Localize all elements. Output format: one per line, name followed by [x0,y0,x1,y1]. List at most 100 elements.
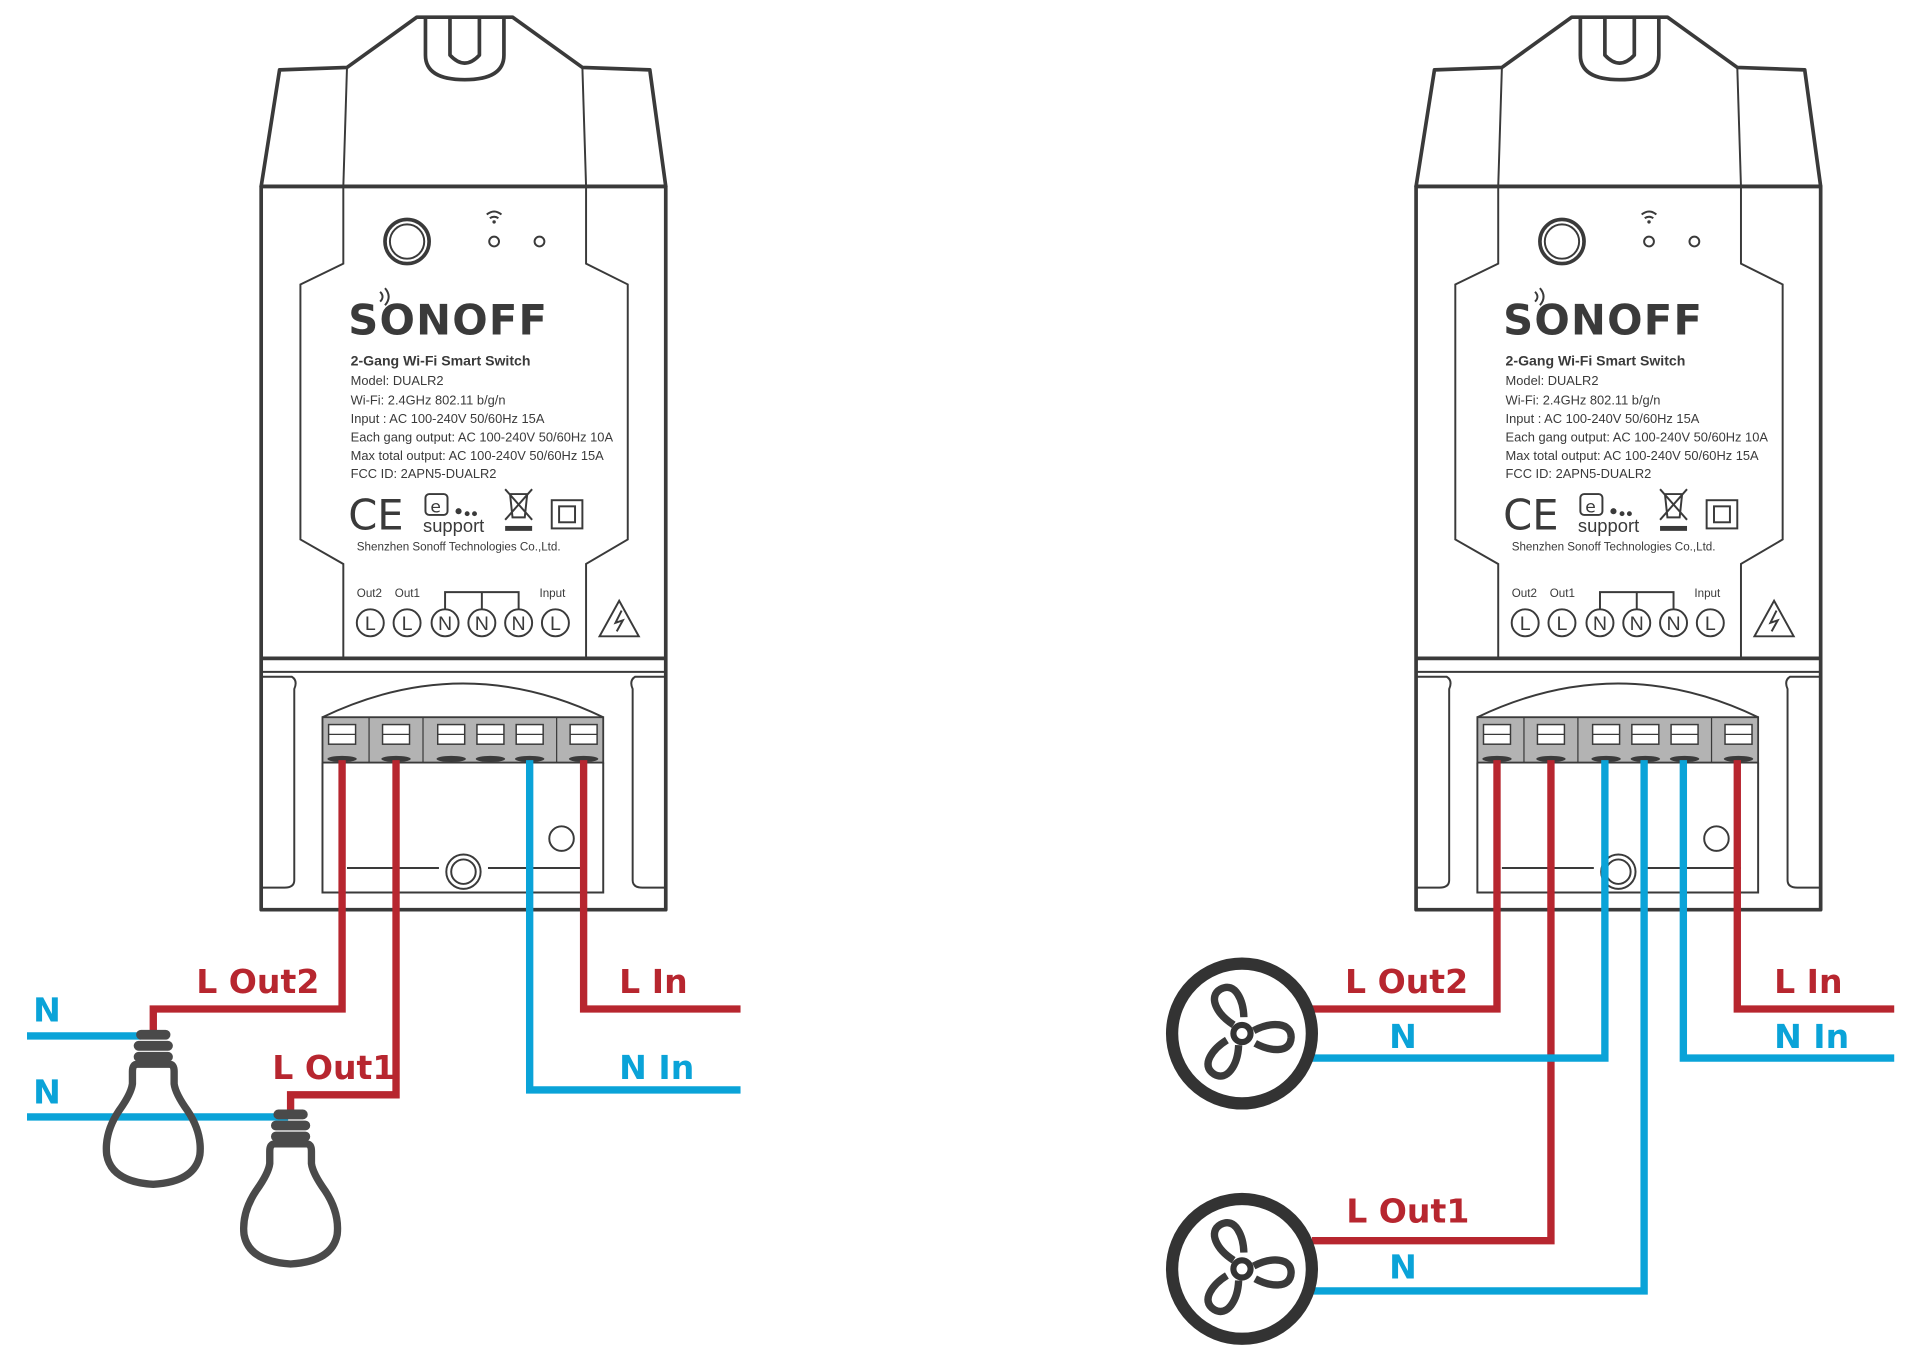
screw-terminal [381,723,411,762]
live-wire-out1 [286,760,400,1112]
live-wire-in [579,760,741,1013]
weee-bin-icon [504,488,533,531]
screw-terminal [1723,723,1754,762]
terminal-marker: L [355,608,385,638]
weee-bin-icon [1659,488,1688,531]
double-insulation-icon [1705,499,1739,530]
button-icon [383,217,431,266]
svg-text:N: N [475,613,489,635]
svg-text:L: L [550,613,561,635]
max-output-spec: Max total output: AC 100-240V 50/60Hz 15… [1506,448,1759,463]
label-l-out2: L Out2 [196,962,319,1001]
svg-text:L: L [1705,613,1716,635]
led-icon [1643,235,1655,248]
input-spec: Input : AC 100-240V 50/60Hz 15A [1506,411,1700,426]
product-name: 2-Gang Wi-Fi Smart Switch [351,352,531,368]
label-n: N [33,1072,61,1111]
live-wire-out2 [1311,760,1501,1013]
product-name: 2-Gang Wi-Fi Smart Switch [1506,352,1686,368]
brand-logo: SONOFF [348,296,548,345]
terminal-marker: L [392,608,422,638]
label-n-in: N In [1774,1017,1849,1056]
fan-icon [1165,1192,1318,1345]
svg-text:e: e [430,497,441,517]
terminal-marker: N [1622,608,1652,638]
led-icon [533,235,546,248]
label-n: N [33,990,61,1029]
fan-blade [1211,1219,1248,1264]
screw-terminal [1591,723,1621,762]
svg-text:L: L [1520,613,1531,635]
sonoff-dualr2-device: SONOFF 2-Gang Wi-Fi Smart Switch Model: … [259,15,668,912]
terminal-marker: L [1547,608,1577,638]
label-n-in: N In [619,1048,694,1087]
manufacturer: Shenzhen Sonoff Technologies Co.,Ltd. [357,540,561,553]
screw-terminal [1630,723,1661,762]
wifi-icon [1641,210,1658,224]
svg-text:L: L [402,613,413,635]
model-text: Model: DUALR2 [351,373,444,388]
label-l-out1: L Out1 [272,1048,395,1087]
screw-terminal [327,723,357,762]
label-l-in: L In [619,962,687,1001]
double-insulation-icon [550,499,584,530]
terminal-label-input: Input [539,587,566,600]
svg-text:N: N [438,613,452,635]
terminal-label-out1: Out1 [395,587,420,600]
high-voltage-warning-icon [597,598,641,638]
light-wiring: L Out2 N N L Out1 L In N In [27,760,741,1268]
max-output-spec: Max total output: AC 100-240V 50/60Hz 15… [351,448,604,463]
terminal-label-out1: Out1 [1550,587,1575,600]
terminal-marker: N [504,608,534,638]
screw-terminal [568,723,599,762]
light-bulb-icon [239,1109,342,1268]
svg-text:L: L [1557,613,1568,635]
label-n: N [1389,1248,1417,1287]
light-bulb-icon [102,1029,204,1189]
led-icon [1688,235,1701,248]
each-gang-output-spec: Each gang output: AC 100-240V 50/60Hz 10… [351,429,614,444]
neutral-wire-in [525,760,741,1094]
screw-terminal [1536,723,1566,762]
fan-blade [1251,1021,1293,1052]
model-text: Model: DUALR2 [1506,373,1599,388]
screw-terminal [1669,723,1700,762]
neutral-wire-fan2 [1311,760,1609,1062]
terminal-label-out2: Out2 [357,587,382,600]
label-l-out2: L Out2 [1345,962,1468,1001]
svg-text:N: N [1666,613,1680,635]
svg-text:N: N [1630,613,1644,635]
screw-terminal [1482,723,1512,762]
sonoff-dualr2-device: SONOFF 2-Gang Wi-Fi Smart Switch Model: … [1414,15,1823,912]
neutral-wire-in [1679,760,1895,1062]
screw-terminal [475,723,506,762]
svg-text:N: N [512,613,526,635]
svg-text:support: support [1578,515,1639,536]
terminal-marker: N [430,608,460,638]
fan-blade [1211,984,1248,1029]
screw-terminal [514,723,545,762]
ce-mark-icon: CE [348,491,403,540]
fcc-id: FCC ID: 2APN5-DUALR2 [351,466,497,481]
neutral-wire-fan1 [1311,760,1648,1295]
screw-terminal [436,723,466,762]
label-l-out1: L Out1 [1346,1191,1469,1230]
terminal-marker: L [1695,608,1725,638]
terminal-marker: L [1510,608,1540,638]
label-n: N [1389,1017,1417,1056]
terminal-marker: N [1659,608,1689,638]
led-icon [488,235,501,248]
live-wire-out1 [1311,760,1555,1245]
svg-text:support: support [423,515,484,536]
terminal-marker: N [467,608,497,638]
high-voltage-warning-icon [1752,598,1796,638]
esupport-icon: e support [423,493,484,536]
svg-text:L: L [365,613,376,635]
terminal-label-input: Input [1694,587,1721,600]
fcc-id: FCC ID: 2APN5-DUALR2 [1506,466,1652,481]
each-gang-output-spec: Each gang output: AC 100-240V 50/60Hz 10… [1506,429,1769,444]
ce-mark-icon: CE [1503,491,1558,540]
terminal-marker: L [540,608,570,638]
manufacturer: Shenzhen Sonoff Technologies Co.,Ltd. [1512,540,1716,553]
